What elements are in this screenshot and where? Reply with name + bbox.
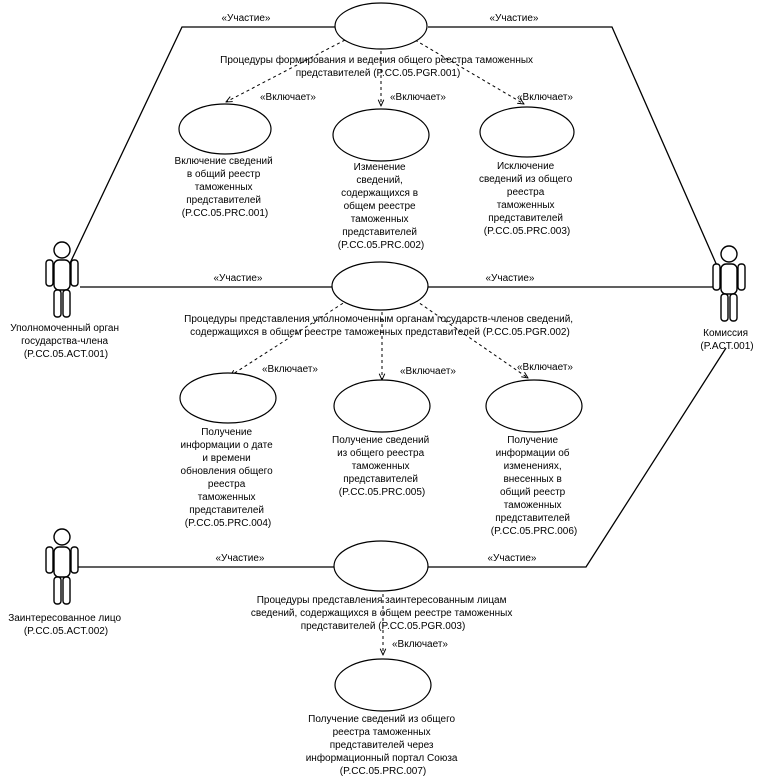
include-pgr2-prc6: [414, 299, 528, 378]
include-arrows: [226, 39, 528, 655]
association-lines: [61, 26, 727, 568]
use-case-label-prc4: Получение информации о дате и времени об…: [181, 427, 276, 529]
includes-label: «Включает»: [260, 92, 316, 103]
use-case-pgr3[interactable]: [333, 540, 429, 592]
use-case-prc3[interactable]: [479, 106, 575, 158]
use-case-pgr1[interactable]: [334, 2, 428, 50]
use-case-prc7[interactable]: [334, 658, 432, 712]
includes-label: «Включает»: [517, 362, 573, 373]
participation-label: «Участие»: [488, 553, 537, 564]
use-case-label-pgr3: Процедуры представления заинтересованным…: [251, 595, 515, 632]
use-case-labels: Процедуры формирования и ведения общего …: [175, 54, 578, 777]
actor-a1-figure[interactable]: [45, 241, 79, 318]
actor-label-a3: Заинтересованное лицо (P.CC.05.ACT.002): [8, 613, 124, 637]
actor-label-a1: Уполномоченный орган государства-члена (…: [10, 323, 122, 360]
use-case-label-prc2: Изменение сведений, содержащихся в общем…: [338, 162, 425, 251]
includes-label: «Включает»: [262, 364, 318, 375]
include-pgr2-prc4: [230, 299, 349, 376]
actor-a3-figure[interactable]: [45, 528, 79, 605]
use-case-prc4[interactable]: [179, 372, 277, 424]
participation-label: «Участие»: [216, 553, 265, 564]
relation-labels: «Участие» «Участие» «Участие» «Участие» …: [214, 13, 574, 650]
participation-label: «Участие»: [490, 13, 539, 24]
actor-a2-figure[interactable]: [712, 245, 746, 322]
includes-label: «Включает»: [400, 366, 456, 377]
participation-label: «Участие»: [486, 273, 535, 284]
use-case-label-prc7: Получение сведений из общего реестра там…: [306, 713, 461, 777]
use-case-label-pgr1: Процедуры формирования и ведения общего …: [220, 54, 536, 79]
participation-label: «Участие»: [214, 273, 263, 284]
include-pgr1-prc1: [226, 39, 346, 102]
use-case-prc1[interactable]: [178, 103, 272, 155]
assoc-a2-pgr3: [426, 347, 727, 568]
use-case-prc5[interactable]: [333, 379, 431, 433]
actor-labels: Уполномоченный орган государства-члена (…: [8, 323, 753, 637]
includes-label: «Включает»: [517, 92, 573, 103]
use-case-label-prc5: Получение сведений из общего реестра там…: [332, 435, 432, 498]
assoc-a2-pgr1: [428, 26, 719, 269]
includes-label: «Включает»: [392, 639, 448, 650]
participation-label: «Участие»: [222, 13, 271, 24]
use-case-label-pgr2: Процедуры представления уполномоченным о…: [184, 314, 576, 338]
includes-label: «Включает»: [390, 92, 446, 103]
use-case-label-prc6: Получение информации об изменениях, внес…: [491, 435, 578, 537]
assoc-a1-pgr1: [61, 26, 335, 281]
use-case-label-prc3: Исключение сведений из общего реестра та…: [479, 161, 575, 237]
actor-label-a2: Комиссия (P.ACT.001): [700, 328, 753, 352]
use-case-ellipses: [178, 2, 583, 712]
use-case-pgr2[interactable]: [331, 261, 429, 311]
use-case-label-prc1: Включение сведений в общий реестр таможе…: [175, 156, 276, 219]
use-case-prc2[interactable]: [332, 108, 430, 162]
use-case-prc6[interactable]: [485, 379, 583, 433]
